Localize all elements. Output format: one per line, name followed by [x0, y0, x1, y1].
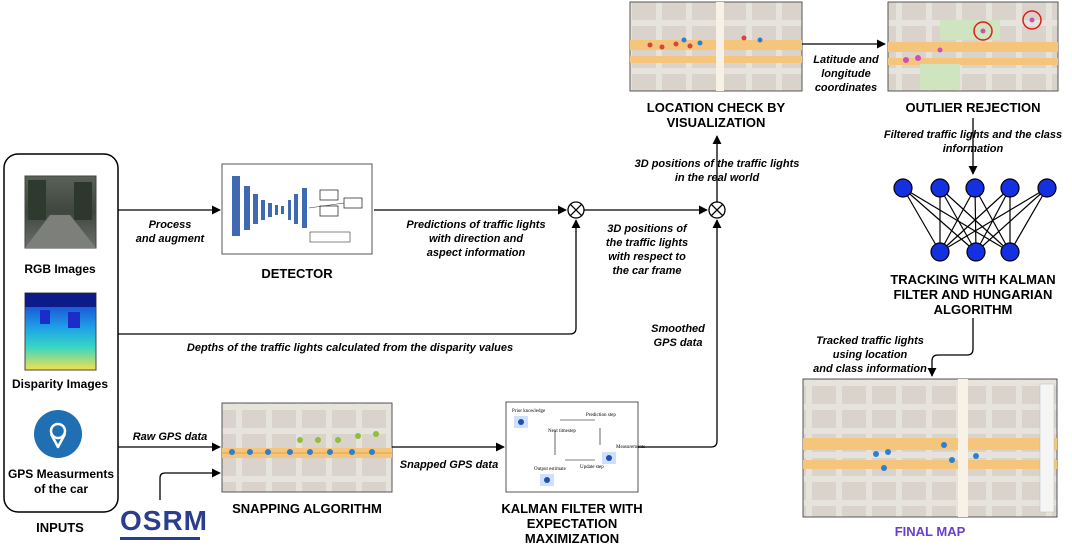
svg-text:Prior knowledge: Prior knowledge — [512, 409, 546, 414]
inputs-title: INPUTS — [36, 520, 84, 535]
tracking-network-figure — [893, 178, 1057, 262]
multiply-node-2 — [708, 201, 726, 219]
tracked-label: Tracked traffic lights using location an… — [813, 335, 927, 375]
location-check-title: LOCATION CHECK BY VISUALIZATION — [646, 100, 786, 130]
final-map-title: FINAL MAP — [894, 524, 966, 539]
outlier-title: OUTLIER REJECTION — [905, 100, 1041, 115]
arrow-smoothed-gps — [638, 219, 722, 448]
snapped-gps-label: Snapped GPS data — [399, 459, 499, 471]
svg-text:Prediction step: Prediction step — [586, 413, 616, 418]
arrow-tracked — [927, 318, 974, 377]
svg-text:Output estimate: Output estimate — [534, 467, 567, 472]
process-label: Process and augment — [135, 219, 205, 245]
outlier-map-image — [887, 1, 1059, 92]
detector-title: DETECTOR — [261, 266, 333, 281]
pos3d-car-label: 3D positions of the traffic lights with … — [605, 223, 689, 277]
arrow-osrm — [159, 468, 221, 500]
depths-label: Depths of the traffic lights calculated … — [186, 342, 514, 354]
location-check-map-image — [629, 1, 803, 92]
snapping-map-image — [221, 402, 393, 493]
svg-text:Next timestep: Next timestep — [548, 429, 576, 434]
svg-text:Update step: Update step — [580, 465, 604, 470]
snapping-title: SNAPPING ALGORITHM — [232, 501, 382, 516]
svg-text:Measurements: Measurements — [616, 445, 645, 450]
gps-measurements-label: GPS Measurments of the car — [7, 467, 115, 496]
gps-pin-icon — [34, 410, 82, 458]
multiply-node-1 — [567, 201, 585, 219]
disparity-images-label: Disparity Images — [11, 377, 109, 391]
predictions-label: Predictions of traffic lights with direc… — [406, 219, 546, 259]
osrm-logo: OSRM — [120, 506, 207, 542]
raw-gps-label: Raw GPS data — [132, 431, 208, 443]
arrow-depths — [118, 219, 581, 335]
final-map-image — [802, 378, 1058, 518]
disparity-image-thumbnail — [24, 292, 97, 371]
rgb-image-thumbnail — [24, 175, 97, 249]
kalman-em-title: KALMAN FILTER WITH EXPECTATION MAXIMIZAT… — [501, 501, 643, 546]
pos3d-world-label: 3D positions of the traffic lights in th… — [634, 158, 800, 184]
kalman-em-diagram: Next timestep Prediction step Update ste… — [505, 401, 645, 493]
tracking-title: TRACKING WITH KALMAN FILTER AND HUNGARIA… — [890, 272, 1056, 317]
smoothed-gps-label: Smoothed GPS data — [651, 323, 705, 349]
rgb-images-label: RGB Images — [24, 262, 96, 276]
latlon-label: Latitude and longitude coordinates — [813, 54, 879, 94]
detector-network-image — [221, 163, 373, 255]
filtered-label: Filtered traffic lights and the class in… — [883, 129, 1063, 155]
